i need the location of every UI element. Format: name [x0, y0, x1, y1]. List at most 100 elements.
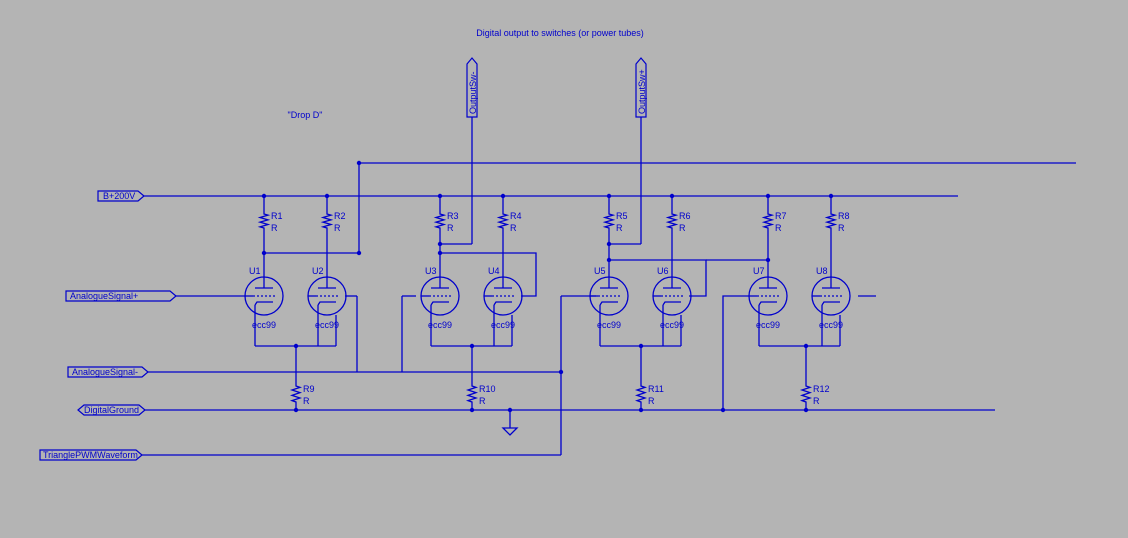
plate-resistor-r7-body	[761, 206, 775, 236]
cathode-resistor-r11-body	[634, 378, 648, 410]
tube-u5: U5 ecc99	[589, 266, 629, 330]
junction-dot	[765, 193, 771, 199]
junction-dot	[638, 407, 644, 413]
plate-resistor-r8-body	[824, 206, 838, 236]
plate-resistor-r4-ref: R4	[510, 211, 522, 221]
title-note: Digital output to switches (or power tub…	[476, 28, 644, 38]
plate-resistor-r6-value: R	[679, 223, 686, 233]
u6-grid-link	[609, 259, 707, 297]
tube-u4-ref: U4	[488, 266, 500, 276]
rails	[142, 162, 1076, 456]
cathode-resistor-r10-value: R	[479, 396, 486, 406]
plate-resistor-r6-ref: R6	[679, 211, 691, 221]
interconnects	[401, 117, 876, 410]
junction-dot	[606, 193, 612, 199]
cathode-resistor-r9-body	[289, 378, 303, 410]
plate-resistor-r6: R6R	[665, 206, 691, 236]
junction-dot	[638, 343, 644, 349]
tube-u1-value: ecc99	[252, 320, 276, 330]
plate-resistor-r1-body	[257, 206, 271, 236]
cathode-resistor-r10-ref: R10	[479, 384, 496, 394]
junction-dot	[765, 257, 771, 263]
port-triangle: TrianglePWMWaveform	[39, 449, 143, 461]
junction-dot	[293, 407, 299, 413]
plate-resistor-r4-body	[496, 206, 510, 236]
plate-resistor-r3-ref: R3	[447, 211, 459, 221]
cathode-resistor-r11-value: R	[648, 396, 655, 406]
cathode-resistor-r9-ref: R9	[303, 384, 315, 394]
cathode-resistor-r11-ref: R11	[648, 384, 664, 394]
tube-u5-value: ecc99	[597, 320, 621, 330]
junction-dot	[469, 407, 475, 413]
tube-u3-ref: U3	[425, 266, 437, 276]
junction-dot	[507, 407, 513, 413]
tube-u4: U4 ecc99	[483, 266, 523, 330]
tube-u8: U8 ecc99	[811, 266, 851, 330]
port-analogue-minus: AnalogueSignal-	[67, 366, 149, 378]
plate-resistor-r2-value: R	[334, 223, 341, 233]
tube-u3-value: ecc99	[428, 320, 452, 330]
junction-dot	[261, 193, 267, 199]
junction-dot	[606, 257, 612, 263]
junction-dot	[669, 193, 675, 199]
junction-dots	[261, 160, 834, 413]
junction-dot	[803, 343, 809, 349]
plate-resistor-r3-value: R	[447, 223, 454, 233]
cathode-resistor-r12-body	[799, 378, 813, 410]
plate-resistor-r1: R1R	[257, 206, 283, 236]
plate-resistor-r1-value: R	[271, 223, 278, 233]
tube-u6-ref: U6	[657, 266, 669, 276]
tube-u6: U6 ecc99	[652, 266, 692, 330]
plate-resistor-r4: R4R	[496, 206, 522, 236]
u7-grid-ground	[722, 295, 749, 410]
plate-resistor-r4-value: R	[510, 223, 517, 233]
tube-u5-ref: U5	[594, 266, 606, 276]
plate-resistor-r2-ref: R2	[334, 211, 346, 221]
tube-u8-value: ecc99	[819, 320, 843, 330]
port-output-plus-label: OutputSw+	[637, 69, 647, 114]
junction-dot	[720, 407, 726, 413]
plate-resistor-r6-body	[665, 206, 679, 236]
junction-dot	[828, 193, 834, 199]
plate-resistor-r5-ref: R5	[616, 211, 628, 221]
tube-u7-ref: U7	[753, 266, 765, 276]
junction-dot	[324, 193, 330, 199]
junction-dot	[437, 241, 443, 247]
junction-dot	[293, 343, 299, 349]
tube-u8-ref: U8	[816, 266, 828, 276]
plate-resistor-r3-body	[433, 206, 447, 236]
cathode-resistor-r12-value: R	[813, 396, 820, 406]
junction-dot	[803, 407, 809, 413]
plate-resistor-r5: R5R	[602, 206, 628, 236]
cathode-resistor-r10-body	[465, 378, 479, 410]
port-digital-ground: DigitalGround	[77, 404, 146, 416]
tube-u4-value: ecc99	[491, 320, 515, 330]
u4-grid-feedback	[440, 252, 537, 297]
junction-dot	[356, 250, 362, 256]
junction-dot	[356, 160, 362, 166]
tube-u2-value: ecc99	[315, 320, 339, 330]
junction-dot	[606, 241, 612, 247]
ground-icon	[501, 427, 519, 436]
port-triangle-label: TrianglePWMWaveform	[43, 450, 138, 460]
port-digital-ground-label: DigitalGround	[84, 405, 139, 415]
junction-dot	[437, 193, 443, 199]
port-analogue-plus: AnalogueSignal+	[65, 290, 177, 302]
cathode-resistor-r12-ref: R12	[813, 384, 830, 394]
plate-resistor-r7-value: R	[775, 223, 782, 233]
junction-dot	[261, 250, 267, 256]
plate-resistor-r5-body	[602, 206, 616, 236]
junction-dot	[558, 369, 564, 375]
tube-u6-value: ecc99	[660, 320, 684, 330]
junction-dot	[500, 193, 506, 199]
plate-resistor-r3: R3R	[433, 206, 459, 236]
plate-resistor-r2: R2R	[320, 206, 346, 236]
